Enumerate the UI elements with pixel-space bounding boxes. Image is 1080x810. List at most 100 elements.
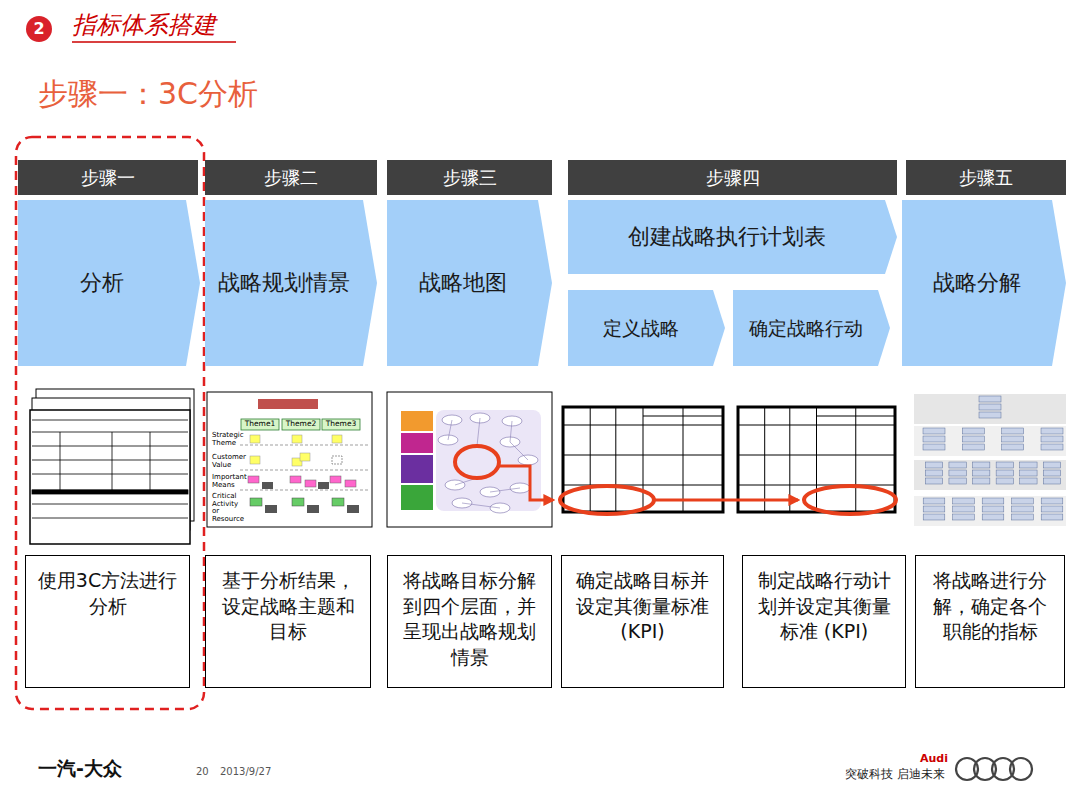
step-header-text: 步骤一 [81, 167, 135, 189]
table-frame [563, 407, 723, 512]
row-label: Important Means [212, 474, 242, 489]
step-header: 步骤五 [906, 160, 1066, 195]
audi-rings [956, 758, 1032, 780]
thumbnail-sheets [30, 389, 194, 544]
goal-note [332, 456, 342, 464]
chevron-fill [902, 200, 1066, 366]
step-header: 步骤三 [387, 160, 552, 195]
tree-box [962, 428, 984, 434]
tree-box [923, 444, 945, 450]
tree-box [1002, 428, 1024, 434]
means-note [248, 476, 259, 483]
theme-label: Theme3 [323, 420, 359, 428]
theme-tag [322, 419, 360, 430]
step-chevron: 战略规划情景 [205, 200, 377, 366]
tree-box [996, 462, 1013, 468]
table-line [32, 432, 188, 433]
slogan: 突破科技 启迪未来 [845, 768, 945, 781]
table-band [32, 490, 188, 494]
section-heading: 指标体系搭建 [72, 12, 216, 38]
slide-title: 步骤一：3C分析 [38, 74, 258, 115]
chevron-fill [733, 290, 890, 366]
tree-box [1002, 444, 1024, 450]
tree-box [923, 428, 945, 434]
tree-box [1012, 506, 1034, 512]
tree-box [1043, 470, 1060, 476]
chevron-fill [568, 290, 725, 366]
table-line [615, 407, 616, 512]
row-divider [240, 445, 368, 446]
step-chevron: 战略地图 [387, 200, 552, 366]
tree-box [1020, 462, 1037, 468]
tree-box [1041, 436, 1063, 442]
page-number: 20 [196, 766, 209, 777]
map-link [510, 442, 528, 460]
sheet [30, 410, 190, 544]
tree-box [925, 470, 942, 476]
activity-note [347, 505, 359, 513]
theme-tag [241, 419, 279, 430]
map-link [448, 420, 452, 440]
means-note [305, 480, 316, 487]
table-line [590, 407, 591, 512]
tree-box [923, 498, 945, 504]
tree-box [923, 436, 945, 442]
step-chevron-text: 创建战略执行计划表 [628, 224, 826, 250]
vision-bar [258, 399, 318, 409]
description-box-text: 基于分析结果，设定战略主题和目标 [214, 568, 362, 645]
tree-box [982, 498, 1004, 504]
activity-note [265, 505, 277, 513]
activity-note [307, 505, 319, 513]
goal-note [250, 456, 260, 464]
row-label: Customer Value [212, 454, 242, 469]
means-note [262, 482, 273, 489]
goal-note [300, 453, 310, 461]
step-chevron-text: 分析 [80, 270, 124, 296]
step-chevron-text: 战略地图 [419, 270, 507, 296]
title-underline [72, 41, 236, 43]
activity-note [332, 498, 344, 506]
layer-block [401, 411, 433, 431]
table-line [789, 407, 790, 512]
tree-box [925, 478, 942, 484]
step-chevron-text: 定义战略 [603, 317, 679, 340]
table-line [32, 504, 188, 505]
table-line [112, 432, 113, 490]
tree-box [1041, 514, 1063, 520]
step-header-text: 步骤三 [443, 167, 497, 189]
date: 2013/9/27 [220, 766, 271, 777]
company-logo: 一汽-大众 [38, 758, 122, 779]
tree-box [979, 404, 1001, 410]
tree-box [923, 514, 945, 520]
tree-box [982, 506, 1004, 512]
description-box-text: 将战略目标分解到四个层面，并呈现出战略规划情景 [396, 568, 543, 671]
thumbnail-scenario [207, 392, 372, 527]
tree-box [982, 514, 1004, 520]
highlight-circle [455, 446, 499, 478]
tree-box [1012, 514, 1034, 520]
tree-row [914, 426, 1066, 456]
chevron-fill [568, 200, 897, 274]
tree-box [979, 396, 1001, 402]
thumb-frame [207, 392, 372, 527]
chevron-fill [205, 200, 377, 366]
thumbnail-strategy-map [387, 392, 552, 527]
table-line [60, 432, 61, 490]
tree-box [953, 498, 975, 504]
goal-note [332, 435, 342, 443]
row-divider [240, 470, 368, 471]
goal-note [250, 435, 260, 443]
tree-box [962, 436, 984, 442]
thumbnail-action-table [738, 407, 895, 512]
highlight-ellipse [804, 486, 896, 514]
step-header-text: 步骤二 [264, 167, 318, 189]
description-box: 制定战略行动计划并设定其衡量标准 (KPI) [742, 555, 906, 688]
ring [1010, 758, 1032, 780]
layer-block [401, 433, 433, 453]
tree-row [914, 460, 1066, 490]
step-chevron: 确定战略行动 [733, 290, 890, 366]
table-line [855, 407, 856, 512]
